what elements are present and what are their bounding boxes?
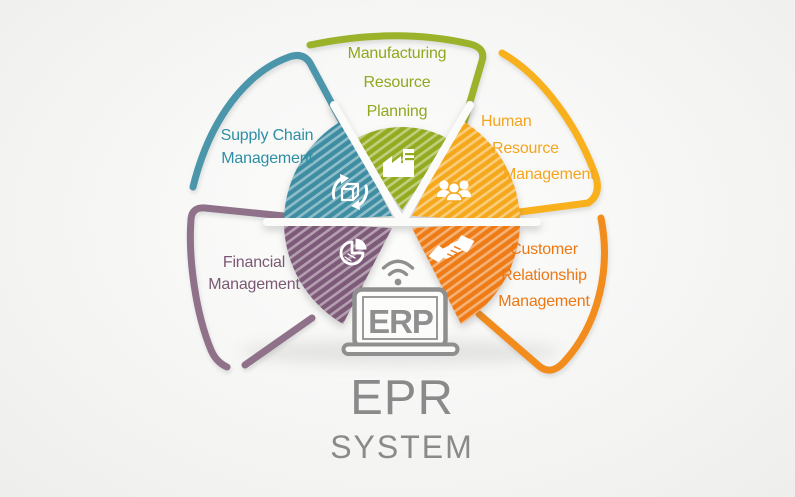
handshake-icon	[428, 235, 475, 263]
people-group-icon	[437, 180, 471, 202]
human-resource-arc	[498, 49, 601, 217]
supply-chain-arc	[189, 52, 349, 191]
customer-relationship-label: Customer Relationship Management	[498, 241, 590, 310]
factory-icon	[383, 149, 414, 177]
erp-screen-label: ERP	[368, 303, 433, 340]
manufacturing-label: Manufacturing Resource Planning	[347, 45, 447, 120]
petal-outlines	[186, 32, 608, 374]
financial-arc	[186, 204, 316, 371]
page-title-line2: SYSTEM	[330, 429, 474, 465]
supply-chain-label: Supply Chain Management	[220, 127, 314, 167]
financial-label: Financial Management	[208, 254, 300, 293]
laptop-icon: ERP	[341, 287, 460, 356]
laptop-base	[341, 342, 460, 356]
pie-chart-icon	[339, 238, 367, 266]
wifi-icon	[381, 259, 415, 286]
human-resource-label: Human Resource Management	[481, 113, 595, 183]
box-sync-icon	[331, 174, 369, 210]
customer-relationship-arc	[475, 214, 608, 374]
page-title-line1: EPR	[350, 371, 454, 425]
wedge-separators	[263, 101, 541, 226]
manufacturing-arc	[306, 32, 487, 130]
